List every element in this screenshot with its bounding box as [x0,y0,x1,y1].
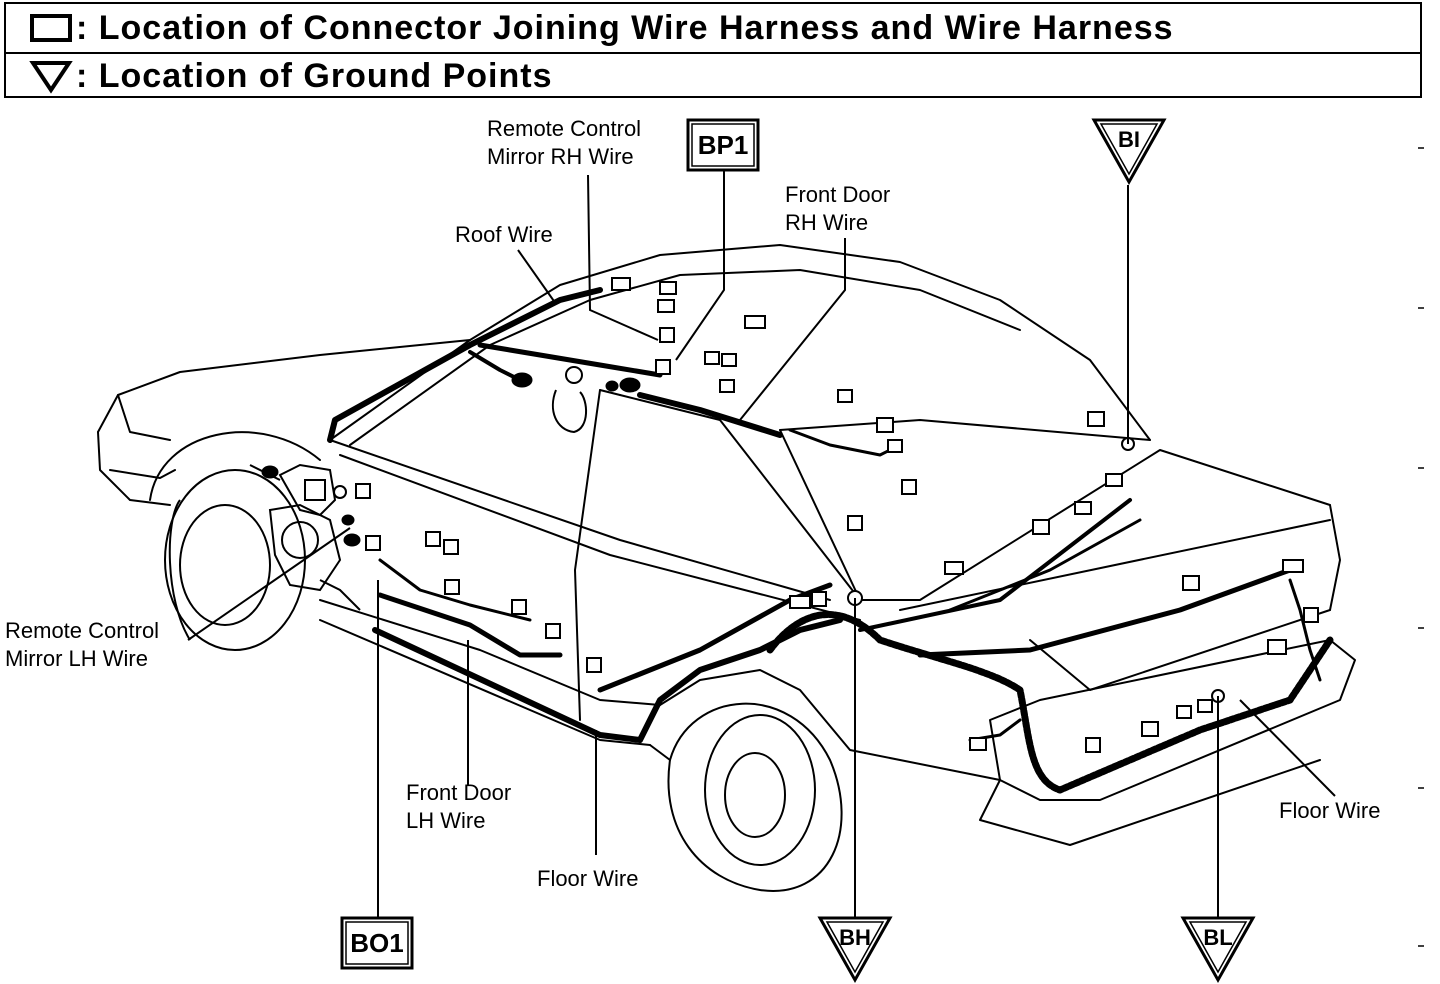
car-body-outline [97,244,1356,846]
ground-code-bl: BL [1203,925,1232,950]
harness-connectors [355,277,1319,753]
ground-triangle-icon [26,56,76,96]
label-remote-rh-2: Mirror RH Wire [487,144,634,169]
legend-box: : Location of Connector Joining Wire Har… [4,2,1422,98]
label-front-door-rh-2: RH Wire [785,210,868,235]
connector-code-bo1: BO1 [350,928,403,958]
label-remote-lh-1: Remote Control [5,618,159,643]
wire-labels: Remote Control Mirror RH Wire Roof Wire … [5,116,1380,891]
label-floor-wire-center: Floor Wire [537,866,638,891]
legend-connector-text: : Location of Connector Joining Wire Har… [76,8,1174,47]
label-front-door-rh-1: Front Door [785,182,890,207]
harness-grommets [261,372,641,547]
connector-code-bp1: BP1 [698,130,749,160]
label-front-door-lh-2: LH Wire [406,808,485,833]
connector-bp1: BP1 [686,118,760,172]
label-floor-wire-right: Floor Wire [1279,798,1380,823]
label-roof-wire: Roof Wire [455,222,553,247]
label-remote-rh-1: Remote Control [487,116,641,141]
legend-ground-text: : Location of Ground Points [76,56,553,95]
front-wheel [164,469,306,651]
connector-bo1: BO1 [340,916,414,970]
legend-row-connector: : Location of Connector Joining Wire Har… [6,4,1420,54]
ground-bl: BL [1180,916,1256,984]
rear-wheel [667,702,843,892]
label-front-door-lh-1: Front Door [406,780,511,805]
connector-box-icon [26,8,76,48]
leader-lines [187,170,1336,920]
margin-ticks [1418,147,1424,947]
legend-row-ground: : Location of Ground Points [6,52,1420,100]
ground-code-bi: BI [1118,127,1140,152]
label-remote-lh-2: Mirror LH Wire [5,646,148,671]
ground-bh: BH [817,916,893,984]
ground-bi: BI [1091,118,1167,186]
ground-code-bh: BH [839,925,871,950]
